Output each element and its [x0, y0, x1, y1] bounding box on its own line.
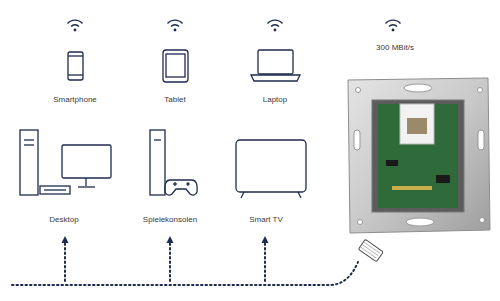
- arrowheads: [62, 236, 269, 243]
- device-label: Smartphone: [53, 96, 97, 104]
- device-label: Spielekonsolen: [143, 216, 197, 224]
- device-label: 300 MBit/s: [376, 44, 414, 52]
- device-label: Desktop: [49, 216, 78, 224]
- device-label: Laptop: [263, 96, 287, 104]
- wifi-icons: [68, 20, 401, 31]
- ethernet-socket: [348, 78, 490, 233]
- device-label: Smart TV: [249, 216, 283, 224]
- dotted-cable: [12, 242, 358, 285]
- device-label: Tablet: [164, 96, 185, 104]
- device-icons: [20, 50, 306, 198]
- network-plug: [358, 239, 383, 261]
